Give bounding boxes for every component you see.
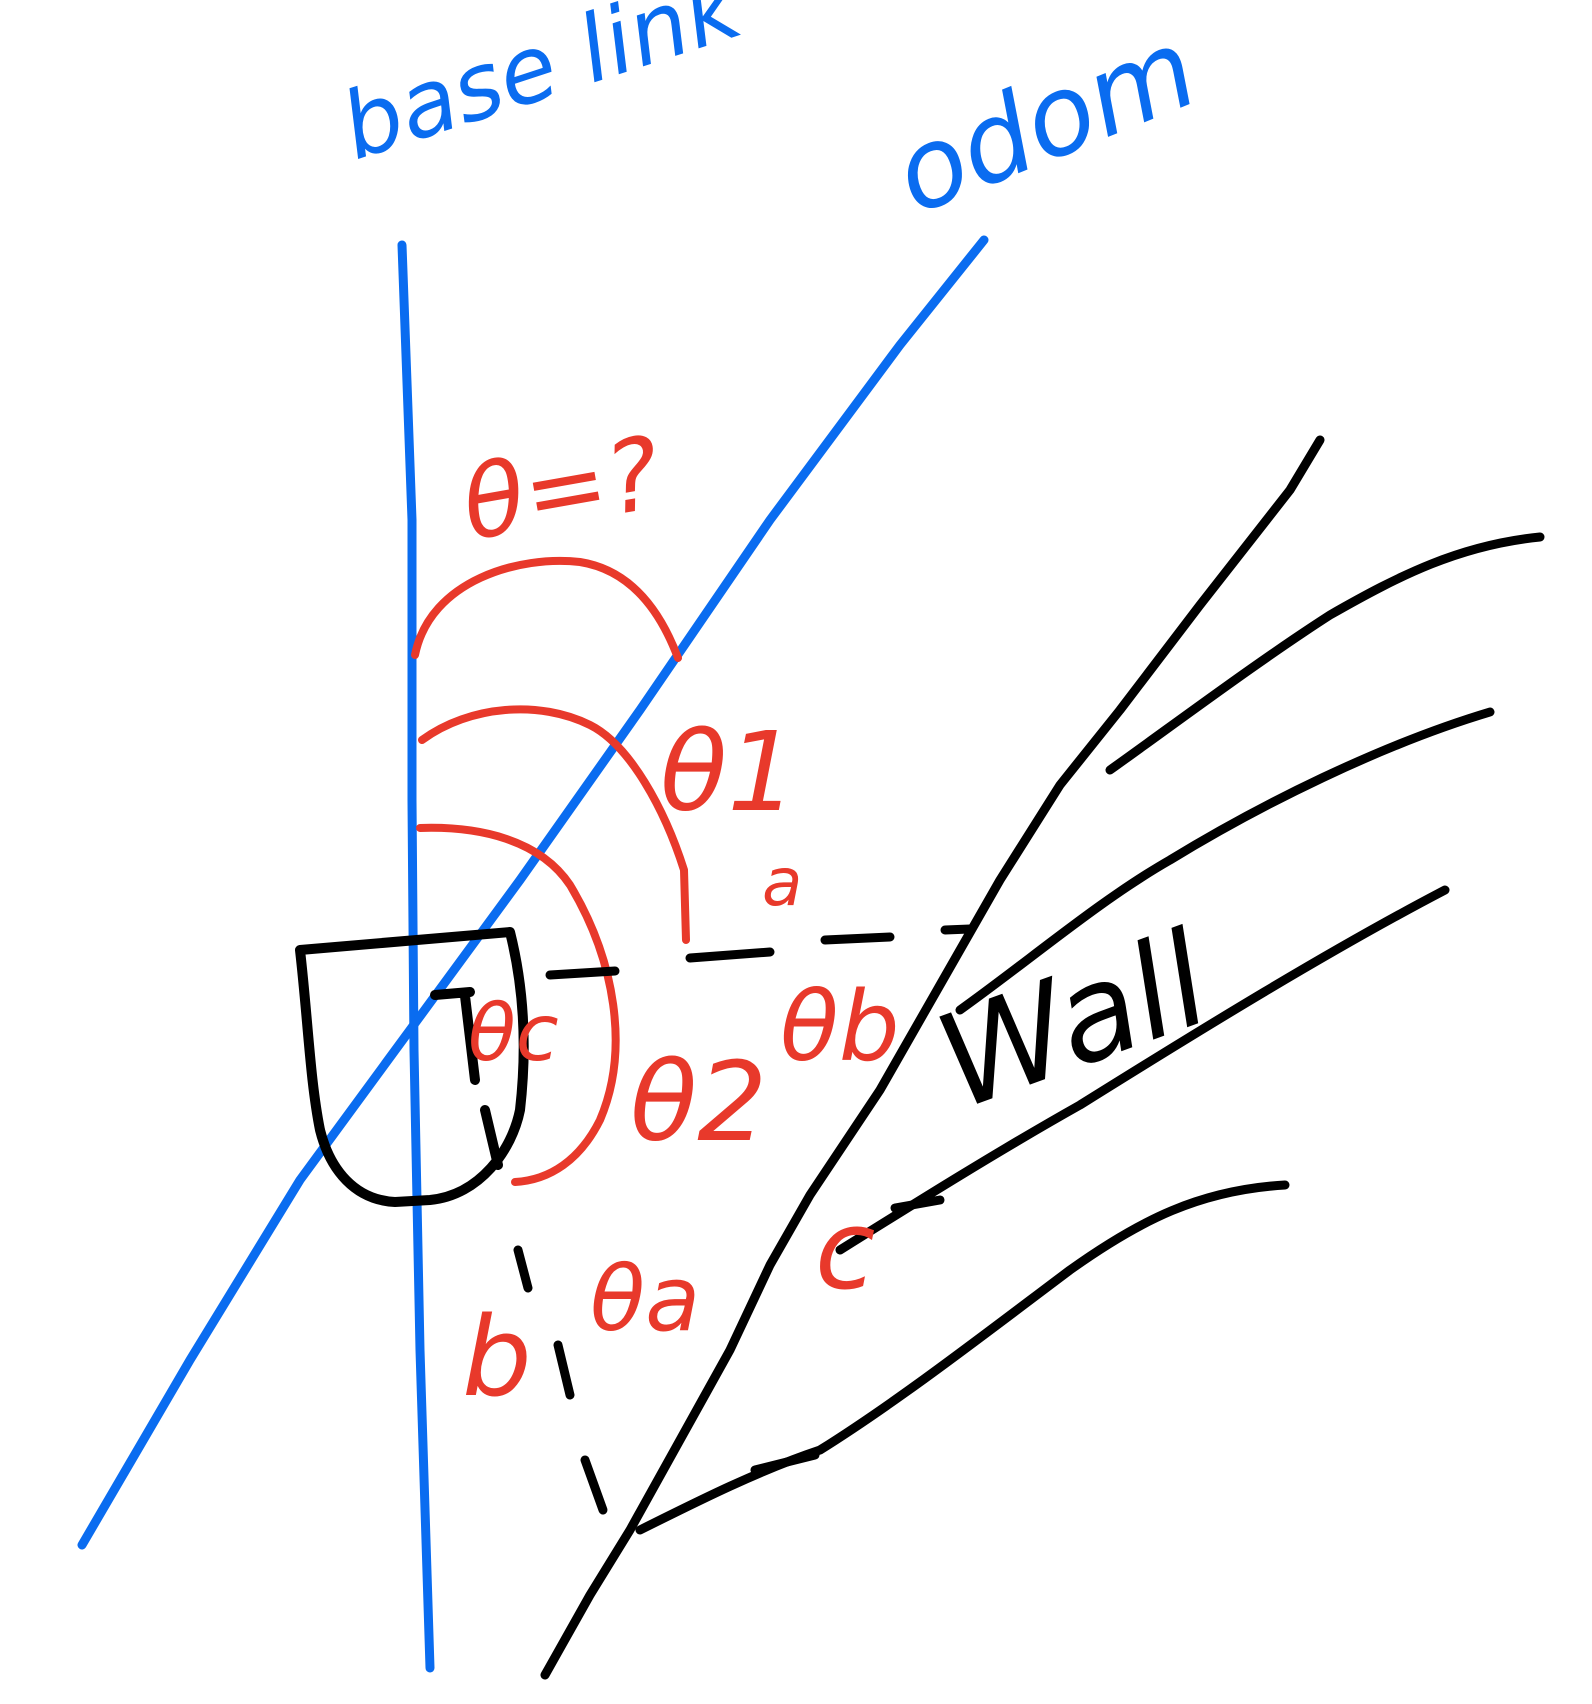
odom-axis (77, 235, 989, 1550)
theta-c-label: θc (468, 989, 559, 1079)
theta-1-label: θ1 (660, 708, 797, 836)
wall-structure (540, 435, 1545, 1680)
dash-b-2 (553, 1340, 575, 1400)
base-link-axis (397, 240, 435, 1673)
theta-2-label: θ2 (630, 1038, 767, 1166)
robot-body (295, 927, 529, 1207)
theta-arc (411, 556, 682, 662)
dash-a-1 (545, 966, 620, 980)
segment-a-label: a (762, 844, 802, 921)
dash-a-2 (685, 947, 775, 963)
wall-hatch-3 (835, 885, 1450, 1255)
robot-outline (295, 927, 529, 1207)
theta-a-label: θa (590, 1247, 700, 1352)
angle-arcs (411, 556, 690, 1186)
segment-c-label: c (815, 1186, 875, 1314)
wall-hatch-1 (1105, 532, 1545, 775)
axes-group (77, 235, 989, 1673)
wall-tick-1 (890, 1195, 945, 1213)
wall-tick-2 (750, 1450, 820, 1475)
theta-question-label: θ=? (454, 414, 669, 564)
dash-b-3 (580, 1455, 608, 1515)
segment-b-label: b (462, 1293, 532, 1421)
robot-inner-mark (430, 987, 503, 1170)
wall-hatch-4 (635, 1180, 1290, 1535)
dash-a-4 (940, 924, 975, 935)
theta-1-arc (418, 705, 690, 944)
theta-2-arc (416, 823, 620, 1186)
base-link-label: base link (329, 0, 757, 181)
wall-hatch-2 (955, 707, 1495, 1015)
dash-a-3 (820, 932, 895, 945)
hint-dashes (513, 924, 975, 1515)
theta-b-label: θb (780, 971, 900, 1083)
odom-label: odom (877, 4, 1214, 239)
dash-b-1 (513, 1245, 533, 1293)
wall-main-line (540, 435, 1325, 1680)
